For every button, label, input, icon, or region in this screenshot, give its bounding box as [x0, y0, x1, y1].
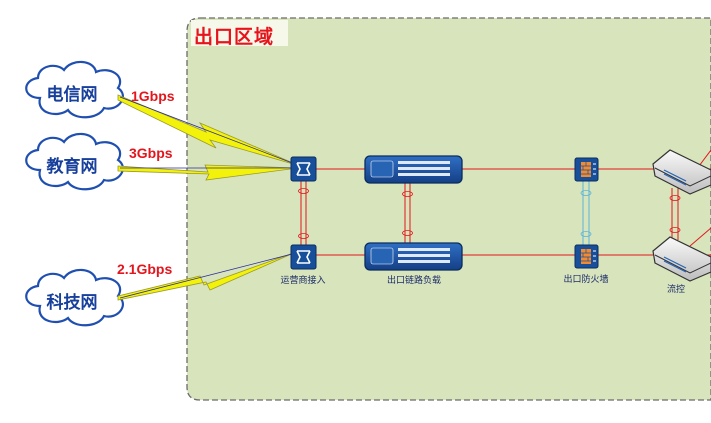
ha-link-firewall — [580, 181, 592, 245]
flow-control-label: 流控 — [666, 285, 685, 295]
cloud-telecom — [25, 60, 124, 119]
lightning-icon — [117, 164, 299, 181]
ha-link-flowctrl — [669, 188, 681, 240]
load-balancer-icon[interactable] — [364, 155, 463, 184]
zone-title-bg — [191, 20, 288, 46]
link-line — [119, 252, 297, 299]
cloud-label-telecom: 电信网 — [46, 85, 98, 105]
firewall-icon[interactable] — [574, 157, 599, 182]
ha-link-lb — [402, 183, 413, 243]
red-link — [689, 227, 711, 247]
cloud-tech — [25, 268, 124, 327]
flow-control-icon[interactable] — [652, 236, 711, 282]
bandwidth-label-tech: 2.1Gbps — [117, 261, 173, 277]
firewall-label: 出口防火墙 — [563, 275, 609, 285]
cloud-label-edu: 教育网 — [46, 157, 98, 177]
bandwidth-label-edu: 3Gbps — [129, 145, 173, 161]
flow-control-icon[interactable] — [652, 149, 711, 195]
ha-link-router — [298, 181, 309, 245]
link-lb-label: 出口链路负载 — [386, 276, 441, 286]
zone-title: 出口区域 — [194, 26, 275, 48]
load-balancer-icon[interactable] — [364, 242, 463, 271]
link-line — [119, 96, 301, 167]
exit-zone — [186, 17, 711, 401]
cloud-edu — [25, 132, 124, 191]
router-icon[interactable] — [290, 244, 317, 270]
router-icon[interactable] — [290, 156, 317, 182]
bandwidth-label-telecom: 1Gbps — [131, 88, 175, 104]
cloud-label-tech: 科技网 — [46, 293, 98, 313]
firewall-icon[interactable] — [574, 244, 599, 269]
isp-access-label: 运营商接入 — [280, 276, 326, 286]
